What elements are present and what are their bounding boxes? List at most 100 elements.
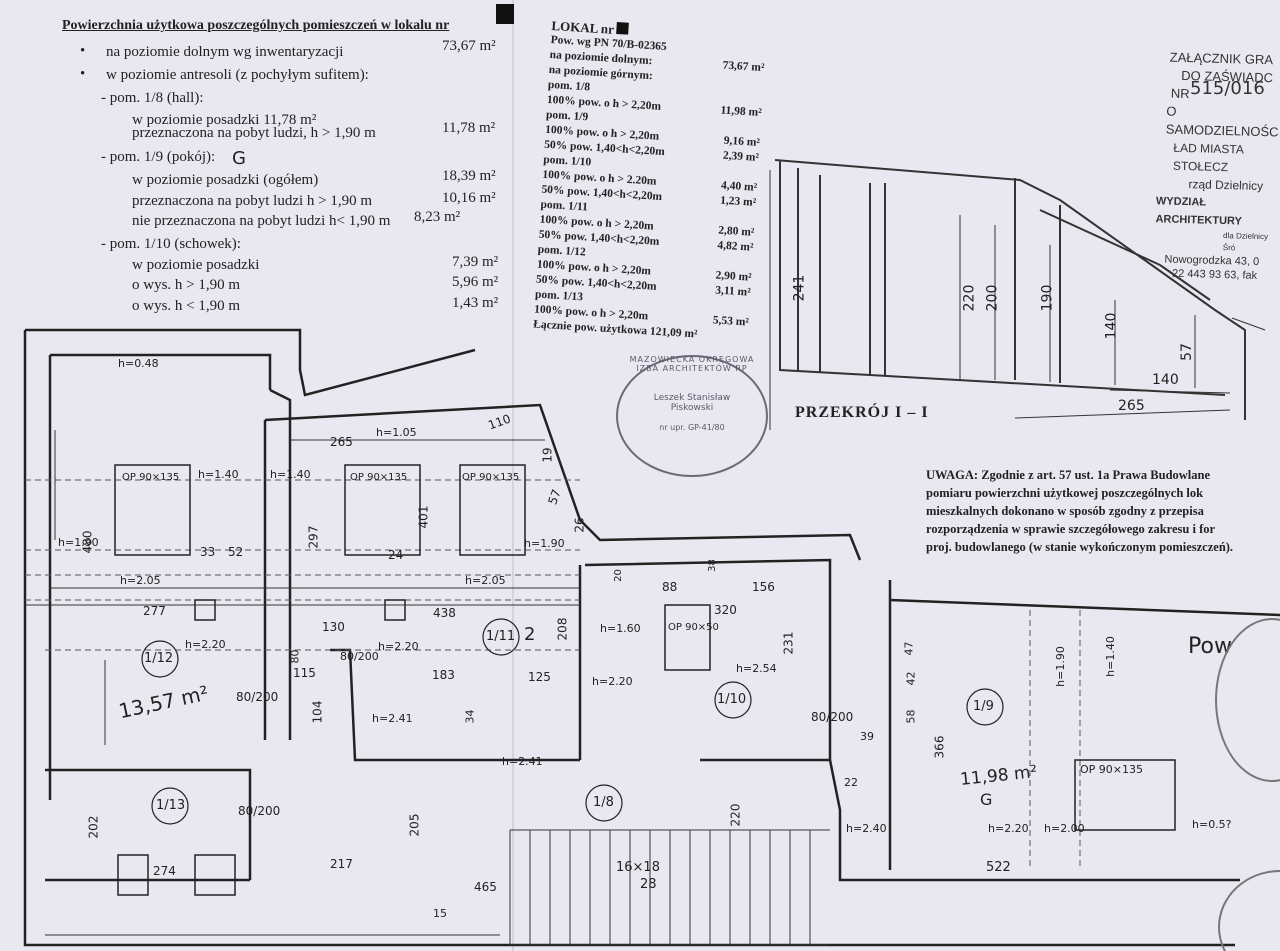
height-label: h=2.20 bbox=[378, 640, 419, 653]
dim-label: 366 bbox=[932, 735, 947, 759]
dim-label: 202 bbox=[86, 815, 101, 839]
dim-label: 33 bbox=[200, 545, 216, 559]
uwaga-line: mieszkalnych dokonano w sposób zgodny z … bbox=[926, 504, 1204, 518]
height-label: h=1.60 bbox=[600, 622, 641, 635]
stair-label: 16×18 bbox=[616, 860, 660, 875]
room19-a-value: 18,39 m² bbox=[442, 168, 496, 184]
dim-label: 42 bbox=[904, 671, 918, 686]
hand-mark: G bbox=[980, 790, 993, 809]
b1-label: na poziomie dolnym wg inwentaryzacji bbox=[106, 44, 344, 60]
dim-label: 231 bbox=[781, 631, 796, 655]
room18-b: przeznaczona na pobyt ludzi, h > 1,90 m bbox=[132, 125, 376, 141]
b1-value: 73,67 m² bbox=[442, 38, 496, 54]
dim-label: 274 bbox=[153, 864, 176, 878]
room110-b-value: 5,96 m² bbox=[452, 274, 499, 290]
left-heading: Powierzchnia użytkowa poszczególnych pom… bbox=[62, 18, 450, 33]
height-label: h=2.41 bbox=[502, 755, 543, 768]
opening-label: OP 90×135 bbox=[462, 472, 520, 483]
dim-label: 47 bbox=[902, 641, 916, 656]
room18-b-value: 11,78 m² bbox=[442, 120, 496, 136]
opening-label: OP 90×135 bbox=[122, 472, 180, 483]
dim-label: 115 bbox=[293, 666, 316, 680]
height-label: h=2.40 bbox=[846, 822, 887, 835]
room-1-8: 1/8 bbox=[593, 795, 614, 810]
dim-label: 277 bbox=[143, 604, 166, 618]
dim-label: 297 bbox=[306, 525, 321, 549]
uwaga-note: UWAGA: Zgodnie z art. 57 ust. 1a Prawa B… bbox=[926, 466, 1233, 556]
room-1-9: 1/9 bbox=[973, 699, 994, 714]
dim-label: 465 bbox=[474, 880, 497, 894]
height-label: h=0.5? bbox=[1192, 818, 1232, 831]
section-dim-140h: 140 bbox=[1152, 372, 1179, 388]
dim-label: 24 bbox=[388, 548, 404, 562]
uwaga-line: rozporządzenia w sprawie szczegółowego z… bbox=[926, 522, 1216, 536]
door-label: 80/200 bbox=[236, 690, 279, 704]
stamp-name: Leszek Stanisław Piskowski bbox=[653, 393, 731, 413]
dim-label: 19 bbox=[540, 447, 555, 463]
stamp-reg: nr upr. GP-41/80 bbox=[659, 423, 725, 432]
height-label: h=2.20 bbox=[592, 675, 633, 688]
room18-a: w poziomie posadzki 11,78 m² bbox=[132, 112, 317, 128]
room19-hand-mark: G bbox=[232, 148, 246, 169]
room19-a: w poziomie posadzki (ogółem) bbox=[132, 172, 319, 188]
height-label: h=2.05 bbox=[120, 574, 161, 587]
uwaga-line: proj. budowlanego (w stanie wykończonym … bbox=[926, 540, 1234, 554]
dim-label: 15 bbox=[433, 907, 447, 920]
room110-c: o wys. h < 1,90 m bbox=[132, 298, 241, 314]
dim-label: 52 bbox=[228, 545, 244, 559]
hand-mark: 2 bbox=[524, 624, 536, 645]
dim-label: 26 bbox=[572, 517, 587, 533]
dim-label: 320 bbox=[714, 603, 737, 617]
height-label: h=2.20 bbox=[988, 822, 1029, 835]
hand-doc-number: 515/016 bbox=[1190, 78, 1265, 99]
dim-label: 217 bbox=[330, 857, 353, 871]
stair-label: 28 bbox=[640, 877, 657, 892]
door-label: 80/200 bbox=[238, 804, 281, 818]
height-label: h=2.00 bbox=[1044, 822, 1085, 835]
dim-label: 20 bbox=[612, 569, 624, 582]
height-label: h=1.05 bbox=[376, 426, 417, 439]
room19-title: - pom. 1/9 (pokój): bbox=[101, 149, 216, 165]
height-label: h=0.48 bbox=[118, 357, 159, 370]
dim-label: 80 bbox=[288, 649, 302, 664]
height-label: h=1.90 bbox=[58, 536, 99, 549]
dim-label: 130 bbox=[322, 620, 345, 634]
room19-c-value: 8,23 m² bbox=[414, 209, 461, 225]
room110-a: w poziomie posadzki bbox=[132, 257, 260, 273]
dim-label: 220 bbox=[728, 803, 743, 827]
dim-label: 38 bbox=[706, 559, 718, 572]
height-label: h=1.90 bbox=[524, 537, 565, 550]
height-label: h=1.90 bbox=[1053, 646, 1067, 687]
dim-label: 39 bbox=[860, 730, 874, 743]
height-label: h=2.54 bbox=[736, 662, 777, 675]
height-label: h=2.41 bbox=[372, 712, 413, 725]
height-label: h=2.05 bbox=[465, 574, 506, 587]
door-label: 80/200 bbox=[811, 710, 854, 724]
dim-label: 522 bbox=[986, 860, 1011, 875]
height-label: h=1.40 bbox=[198, 468, 239, 481]
dim-label: 265 bbox=[330, 435, 353, 449]
bullet-1: • bbox=[80, 43, 86, 59]
room-1-11: 1/11 bbox=[486, 629, 516, 644]
dim-label: 22 bbox=[844, 776, 858, 789]
room19-b-value: 10,16 m² bbox=[442, 190, 496, 206]
height-label: h=1.40 bbox=[1103, 636, 1117, 677]
section-title: PRZEKRÓJ I – I bbox=[795, 404, 929, 421]
room19-c: nie przeznaczona na pobyt ludzi h< 1,90 … bbox=[132, 213, 391, 229]
opening-label: OP 90×135 bbox=[1080, 763, 1143, 776]
dim-label: 104 bbox=[310, 700, 325, 724]
room110-c-value: 1,43 m² bbox=[452, 295, 499, 311]
dim-label: 401 bbox=[416, 505, 431, 529]
door-label: 80/200 bbox=[340, 650, 379, 663]
height-label: h=1.40 bbox=[270, 468, 311, 481]
b2-label: w poziomie antresoli (z pochyłym sufitem… bbox=[106, 67, 369, 83]
redaction-box bbox=[496, 4, 514, 24]
dim-label: 480 bbox=[80, 530, 95, 554]
uwaga-line: UWAGA: Zgodnie z art. 57 ust. 1a Prawa B… bbox=[926, 468, 1211, 482]
room110-title: - pom. 1/10 (schowek): bbox=[101, 236, 241, 252]
dim-label: 205 bbox=[407, 813, 422, 837]
dim-label: 88 bbox=[662, 580, 678, 594]
dim-label: 34 bbox=[463, 709, 477, 724]
